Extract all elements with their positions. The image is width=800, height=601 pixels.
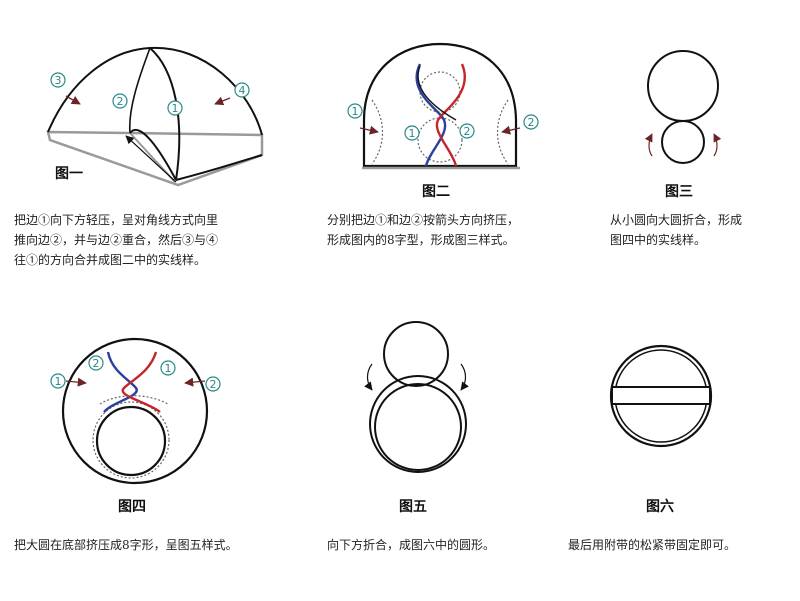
figure-6-caption: 最后用附带的松紧带固定即可。 [568,535,736,555]
svg-text:1: 1 [409,127,416,140]
svg-text:1: 1 [352,105,359,118]
marker-1: 1 [160,360,176,376]
marker-1: 1 [404,125,420,141]
marker-2: 2 [88,355,104,371]
svg-text:4: 4 [239,84,246,97]
caption-line: 从小圆向大圆折合，形成 [610,213,743,227]
svg-text:2: 2 [93,357,100,370]
svg-text:1: 1 [55,375,62,388]
caption-line: 最后用附带的松紧带固定即可。 [568,538,737,552]
marker-2: 2 [523,114,539,130]
figure-1-label: 图一 [55,166,83,182]
caption-line: 往①的方向合并成图二中的实线样。 [14,253,207,267]
figure-6-strapped [609,344,713,448]
figure-3-circles [644,50,722,164]
figure-2-label: 图二 [422,184,450,200]
figure-5-folding [364,321,469,473]
marker-2: 2 [459,123,475,139]
marker-2: 2 [112,93,128,109]
svg-text:2: 2 [528,116,535,129]
figure-3-caption: 从小圆向大圆折合，形成 图四中的实线样。 [610,210,742,250]
caption-line: 把大圆在底部挤压成8字形，呈图五样式。 [14,538,238,552]
marker-3: 3 [50,72,66,88]
marker-1: 1 [50,373,66,389]
marker-2: 2 [205,376,221,392]
svg-text:2: 2 [210,378,217,391]
figure-5-caption: 向下方折合，成图六中的圆形。 [327,535,495,555]
svg-text:3: 3 [55,74,62,87]
caption-line: 把边①向下方轻压，呈对角线方式向里 [14,213,219,227]
figure-6-label: 图六 [646,499,674,515]
caption-line: 推向边②，并与边②重合，然后③与④ [14,233,219,247]
marker-4: 4 [234,82,250,98]
figure-5-label: 图五 [399,499,427,515]
caption-line: 形成图内的8字型，形成图三样式。 [327,233,515,247]
marker-1: 1 [347,103,363,119]
svg-text:1: 1 [165,362,172,375]
figure-1-tent: 3 2 1 4 [46,46,264,187]
marker-1: 1 [167,100,183,116]
figure-2-dome: 1 2 1 2 [347,42,539,170]
caption-line: 分别把边①和边②按箭头方向挤压， [327,213,520,227]
figure-4-folded-circle: 1 2 1 2 [50,337,221,485]
svg-text:2: 2 [117,95,124,108]
caption-line: 图四中的实线样。 [610,233,707,247]
svg-text:2: 2 [464,125,471,138]
figure-4-caption: 把大圆在底部挤压成8字形，呈图五样式。 [14,535,238,555]
figure-1-caption: 把边①向下方轻压，呈对角线方式向里 推向边②，并与边②重合，然后③与④ 往①的方… [14,210,218,270]
figure-3-label: 图三 [665,184,693,200]
caption-line: 向下方折合，成图六中的圆形。 [327,538,496,552]
svg-text:1: 1 [172,102,179,115]
figure-4-label: 图四 [118,499,146,515]
figure-2-caption: 分别把边①和边②按箭头方向挤压， 形成图内的8字型，形成图三样式。 [327,210,519,250]
